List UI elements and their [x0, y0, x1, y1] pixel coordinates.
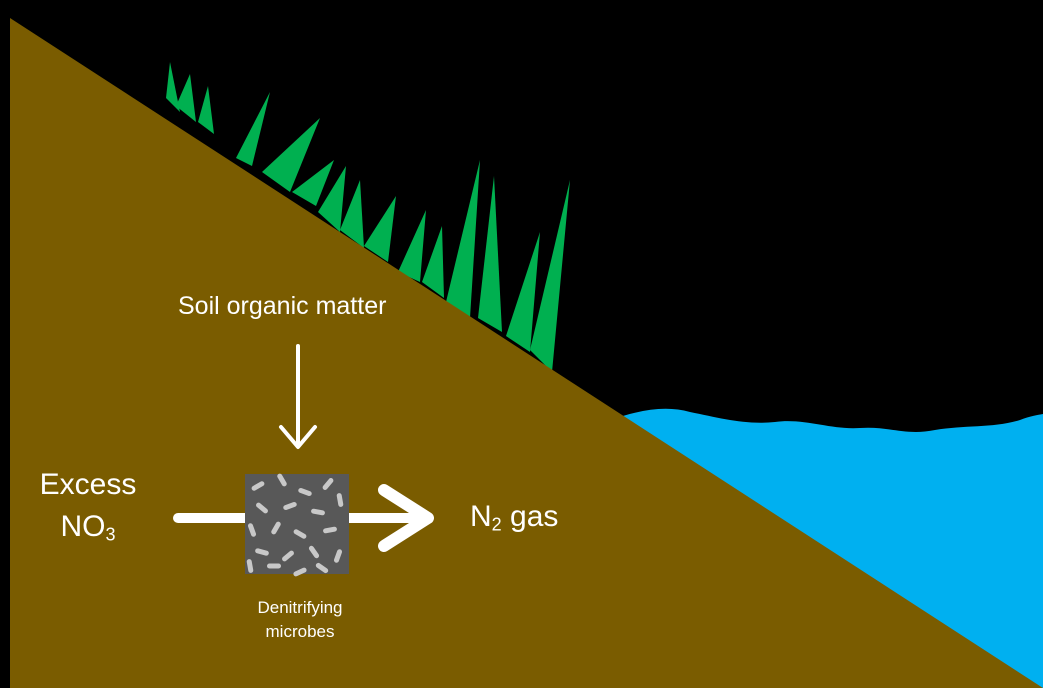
- excess-text: Excess: [39, 468, 137, 501]
- microbe-cell: [271, 521, 281, 535]
- grass-blade: [340, 180, 364, 248]
- grass-blade: [176, 74, 196, 122]
- microbe-cell: [293, 529, 307, 539]
- grass-blade: [364, 196, 396, 262]
- nitrate-formula-base: NO: [60, 510, 106, 543]
- grass-blade: [422, 226, 444, 298]
- grass-blade: [506, 232, 540, 352]
- microbe-cell: [256, 502, 268, 514]
- nitrogen-formula-subscript: 2: [491, 514, 502, 535]
- excess-nitrate-label: Excess NO3: [18, 464, 158, 556]
- microbe-cell: [311, 508, 325, 516]
- grass-blade: [318, 166, 346, 232]
- denitrifying-microbes-label: Denitrifying microbes: [230, 596, 370, 644]
- microbes-label-line-2: microbes: [265, 622, 335, 641]
- grass-blade: [166, 62, 180, 112]
- grass-blade: [530, 180, 570, 372]
- microbe-micrograph-image: [245, 473, 349, 577]
- microbe-cell: [282, 550, 294, 562]
- microbe-cell: [277, 473, 287, 487]
- microbe-cell: [333, 549, 343, 563]
- microbe-cell: [298, 487, 312, 497]
- microbe-cell: [293, 567, 307, 577]
- grass-blade: [446, 160, 480, 318]
- microbe-cell: [255, 548, 269, 556]
- microbe-cell: [251, 481, 265, 491]
- grass-clump: [166, 62, 570, 372]
- grass-blade: [292, 160, 334, 206]
- soil-slope: [10, 18, 1043, 688]
- microbe-cell: [315, 562, 329, 574]
- microbe-cell: [323, 526, 337, 534]
- grass-blade: [262, 118, 320, 192]
- nitrogen-gas-label: N2 gas: [470, 500, 558, 536]
- microbe-cell: [267, 563, 281, 569]
- soil-organic-matter-label: Soil organic matter: [178, 292, 387, 320]
- grass-blade: [236, 92, 270, 166]
- microbe-cell: [322, 478, 334, 490]
- nitrogen-formula-base: N: [470, 500, 492, 533]
- microbe-cell: [283, 501, 297, 511]
- microbe-cell: [247, 523, 257, 537]
- grass-blade: [478, 176, 502, 332]
- arrow-down-icon: [279, 344, 317, 449]
- microbe-cell: [336, 493, 344, 507]
- grass-blade: [198, 86, 214, 134]
- microbe-cell: [308, 545, 320, 559]
- microbes-label-line-1: Denitrifying: [257, 598, 343, 617]
- nitrate-formula-subscript: 3: [105, 524, 116, 545]
- gas-text: gas: [501, 500, 559, 533]
- grass-blade: [398, 210, 426, 282]
- microbe-cell: [246, 559, 254, 573]
- nitrate-formula: NO3: [18, 506, 158, 556]
